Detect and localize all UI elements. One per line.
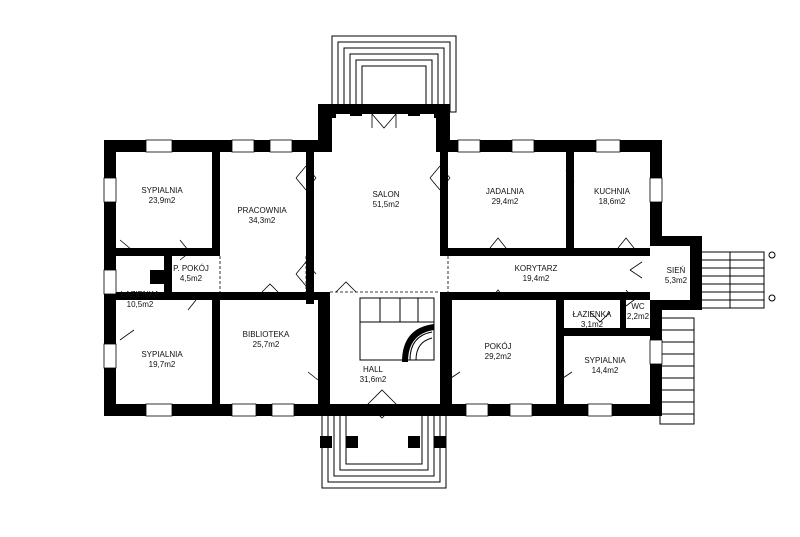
room-name-hall: HALL [363,365,384,374]
room-area-sypialnia-nw: 23,9m2 [149,196,176,205]
room-name-jadalnia: JADALNIA [486,187,525,196]
room-area-p-pokoj: 4,5m2 [180,274,203,283]
room-name-kuchnia: KUCHNIA [594,187,631,196]
room-area-jadalnia: 29,4m2 [492,197,519,206]
room-name-sypialnia-se: SYPIALNIA [584,356,626,365]
room-name-sypialnia-nw: SYPIALNIA [141,186,183,195]
room-name-lazienka-w: ŁAZIENKA [121,290,160,299]
interior-walls [116,152,650,404]
room-name-salon: SALON [372,190,399,199]
hall-staircase [359,297,435,362]
open-passages [219,256,449,293]
south-portico [320,411,447,489]
room-name-biblioteka: BIBLIOTEKA [243,330,290,339]
room-name-pokoj: POKÓJ [484,342,511,351]
room-labels: SYPIALNIA 23,9m2 PRACOWNIA 34,3m2 SALON … [121,186,688,384]
doors [119,113,643,419]
room-name-p-pokoj: P. POKÓJ [173,264,209,273]
north-portico [322,35,457,150]
room-name-sypialnia-sw: SYPIALNIA [141,350,183,359]
room-area-biblioteka: 25,7m2 [253,340,280,349]
room-area-pokoj: 29,2m2 [485,352,512,361]
room-area-hall: 31,6m2 [360,375,387,384]
room-area-sypialnia-se: 14,4m2 [592,366,619,375]
room-name-pracownia: PRACOWNIA [237,206,287,215]
room-area-pracownia: 34,3m2 [249,216,276,225]
windows [103,139,663,417]
room-name-sien: SIEŃ [667,266,686,275]
room-area-salon: 51,5m2 [373,200,400,209]
room-area-sien: 5,3m2 [665,276,688,285]
room-name-wc: WC [631,302,645,311]
room-area-sypialnia-sw: 19,7m2 [149,360,176,369]
room-area-korytarz: 19,4m2 [523,274,550,283]
room-name-korytarz: KORYTARZ [515,264,558,273]
room-area-kuchnia: 18,6m2 [599,197,626,206]
room-area-wc: 2,2m2 [627,312,650,321]
room-area-lazienka-w: 10,5m2 [127,300,154,309]
room-area-lazienka-e: 3,1m2 [581,320,604,329]
room-name-lazienka-e: ŁAZIENKA [573,310,612,319]
